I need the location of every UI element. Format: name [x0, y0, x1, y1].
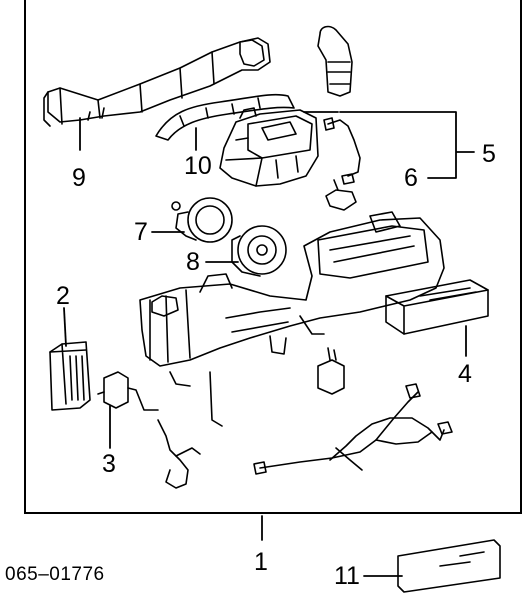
callout-9: 9	[72, 164, 86, 192]
callout-3: 3	[102, 450, 116, 478]
label-plate-part-11	[397, 539, 501, 593]
callout-1: 1	[254, 548, 268, 576]
sensor-harness-part-6	[323, 117, 361, 211]
callout-11: 11	[334, 562, 360, 590]
air-duct-part-9	[43, 37, 271, 127]
callout-7: 7	[134, 218, 148, 246]
servo-motor-part-7	[171, 197, 233, 243]
heater-unit-part-5	[219, 107, 319, 187]
filter-part-4	[385, 279, 489, 335]
callout-4: 4	[458, 360, 472, 388]
callout-2: 2	[56, 282, 70, 310]
wire-harness	[253, 383, 453, 475]
callout-8: 8	[186, 248, 200, 276]
actuator	[317, 347, 345, 395]
heater-core-part-2	[49, 341, 91, 411]
callout-6: 6	[404, 164, 418, 192]
callout-5: 5	[482, 140, 496, 168]
drawing-code: 065–01776	[5, 564, 105, 585]
hvac-case	[139, 211, 445, 427]
callout-10: 10	[184, 152, 212, 180]
lower-harness	[157, 419, 201, 489]
leader-lines	[63, 111, 475, 577]
blower-motor-part-8	[231, 225, 287, 277]
diagram-frame	[24, 0, 522, 514]
elbow-fitting	[317, 25, 353, 97]
valve-part-3	[97, 371, 159, 411]
hose-part-10	[155, 93, 295, 141]
